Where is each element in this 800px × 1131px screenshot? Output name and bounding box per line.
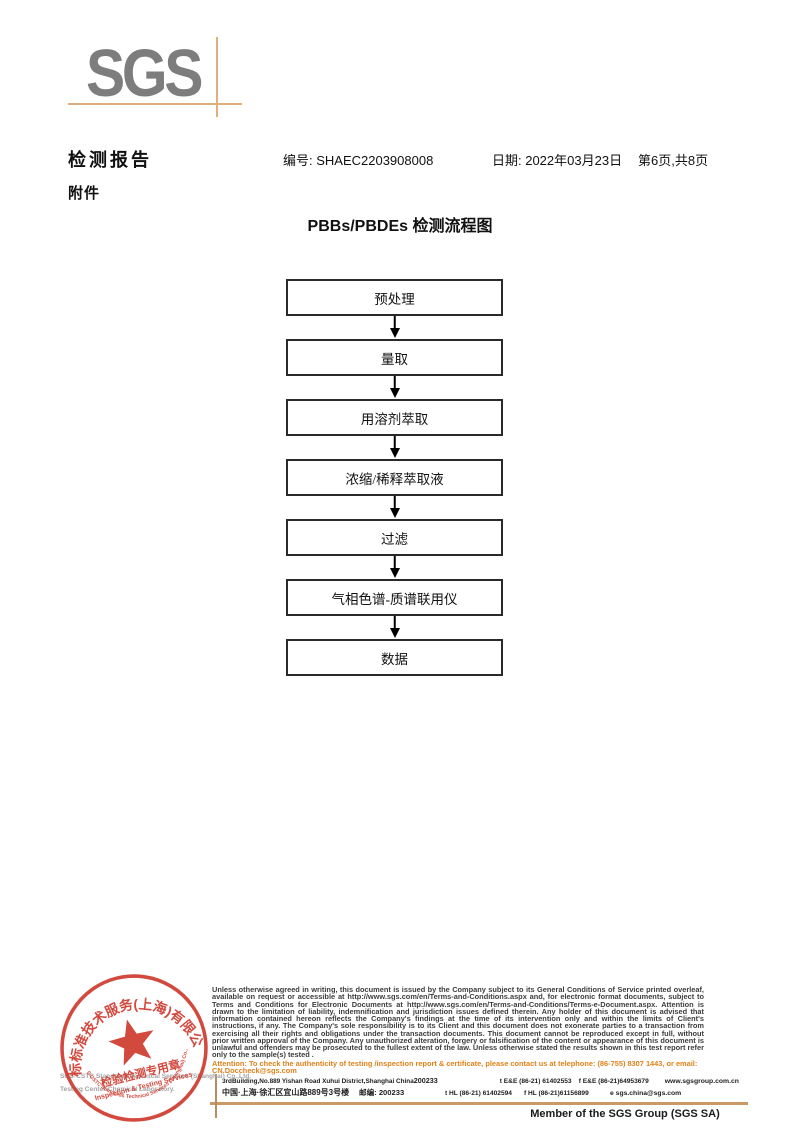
address-en: 3rdBuilding,No.889 Yishan Road Xuhui Dis… — [222, 1078, 414, 1085]
address-block: 3rdBuilding,No.889 Yishan Road Xuhui Dis… — [222, 1076, 739, 1098]
report-date: 日期: 2022年03月23日 — [492, 153, 623, 168]
footer-terms: Unless otherwise agreed in writing, this… — [212, 986, 704, 1074]
attention-notice: Attention: To check the authenticity of … — [212, 1058, 698, 1075]
website-url: www.sgsgroup.com.cn — [664, 1078, 739, 1085]
flow-arrow-down-icon — [286, 556, 503, 579]
footer-vertical-rule — [215, 1074, 217, 1118]
flow-arrow-down-icon — [286, 376, 503, 399]
attachment-label: 附件 — [68, 185, 101, 202]
flow-step-box: 量取 — [286, 339, 503, 376]
postcode-cn: 邮编: 200233 — [359, 1088, 405, 1097]
logo-vertical-rule — [216, 37, 218, 117]
flow-step-box: 浓缩/稀释萃取液 — [286, 459, 503, 496]
sgs-logo: SGS — [86, 36, 203, 111]
postcode-en: 200233 — [413, 1076, 438, 1085]
flow-arrow-down-icon — [286, 496, 503, 519]
legal-terms-text: Unless otherwise agreed in writing, this… — [212, 985, 704, 1060]
page-indicator: 第6页,共8页 — [638, 153, 709, 168]
fax-ee: f E&E (86-21)64953679 — [578, 1078, 649, 1085]
seal-lab-name: Testing Center-Chemical Laboratory. — [60, 1086, 175, 1093]
fax-hl: f HL (86-21)61156899 — [524, 1090, 589, 1097]
email-address: e sgs.china@sgs.com — [610, 1090, 682, 1097]
address-row-en: 3rdBuilding,No.889 Yishan Road Xuhui Dis… — [222, 1076, 739, 1087]
flow-step-box: 预处理 — [286, 279, 503, 316]
flow-step-box: 过滤 — [286, 519, 503, 556]
report-title: 检测报告 — [68, 150, 152, 170]
flow-step-box: 用溶剂萃取 — [286, 399, 503, 436]
flow-step-box: 气相色谱-质谱联用仪 — [286, 579, 503, 616]
logo-horizontal-rule — [68, 103, 242, 105]
address-cn: 中国·上海·徐汇区宜山路889号3号楼 — [222, 1088, 350, 1097]
flow-step-box: 数据 — [286, 639, 503, 676]
flow-arrow-down-icon — [286, 616, 503, 639]
flowchart-title: PBBs/PBDEs 检测流程图 — [307, 218, 493, 235]
seal-company-name: SGS-CSTC Standards Technical Services (S… — [60, 1073, 252, 1080]
seal-star-icon — [108, 1019, 154, 1066]
address-row-cn: 中国·上海·徐汇区宜山路889号3号楼 邮编: 200233 t HL (86-… — [222, 1087, 704, 1098]
flow-arrow-down-icon — [286, 316, 503, 339]
flowchart-steps: 预处理量取用溶剂萃取浓缩/稀释萃取液过滤气相色谱-质谱联用仪数据 — [286, 279, 503, 676]
phone-hl: t HL (86-21) 61402594 — [445, 1090, 512, 1097]
seal-ring-circle — [60, 974, 208, 1122]
phone-ee: t E&E (86-21) 61402553 — [499, 1078, 572, 1085]
company-seal-stamp: 通标标准技术服务(上海)有限公司 检验检测专用章 Inspection & Te… — [32, 946, 228, 1131]
flow-arrow-down-icon — [286, 436, 503, 459]
report-number: 编号: SHAEC2203908008 — [283, 153, 434, 168]
footer-horizontal-rule — [210, 1102, 748, 1105]
sgs-member-label: Member of the SGS Group (SGS SA) — [530, 1108, 720, 1120]
